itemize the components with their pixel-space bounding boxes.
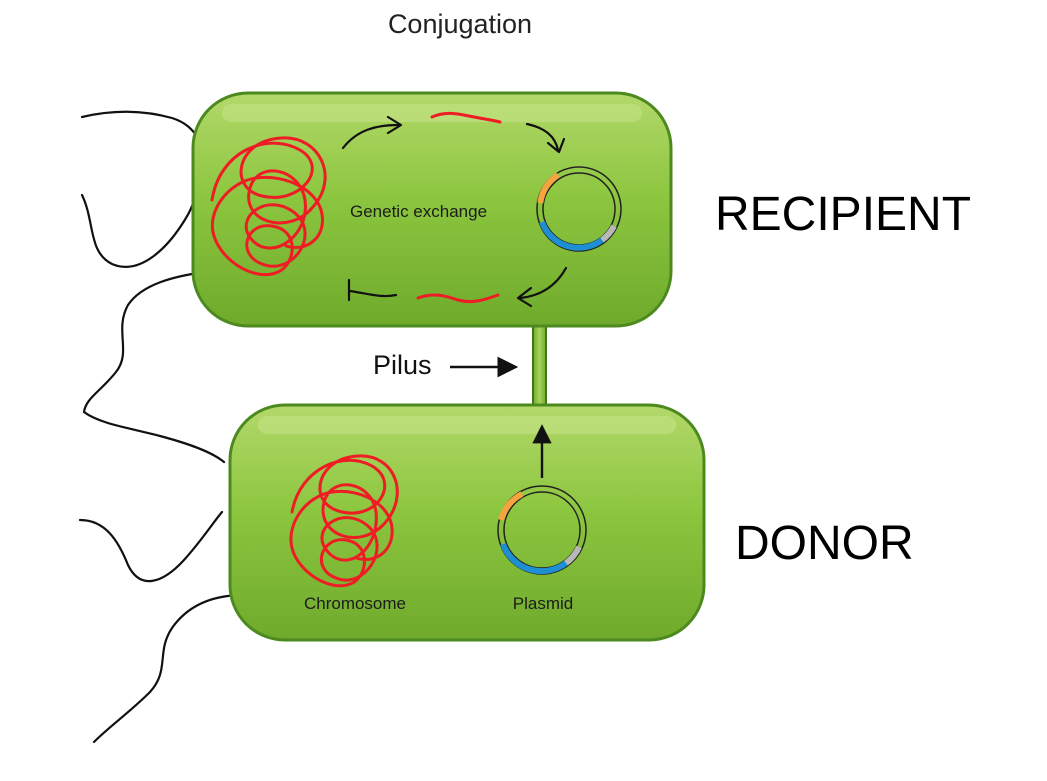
recipient-highlight bbox=[222, 104, 642, 122]
chromosome-label: Chromosome bbox=[304, 594, 406, 613]
donor-cell: Chromosome Plasmid bbox=[228, 403, 706, 642]
flagellum-1 bbox=[80, 110, 202, 142]
recipient-cell: Genetic exchange bbox=[191, 91, 673, 328]
exchange-arrow-bottom-left bbox=[348, 289, 398, 298]
donor-chromosome bbox=[289, 454, 399, 588]
exchange-arrow-top-right bbox=[525, 122, 560, 152]
recipient-plasmid bbox=[536, 166, 622, 252]
donor-highlight bbox=[258, 416, 676, 434]
exchange-arrow-bottom-right bbox=[518, 266, 568, 300]
exchange-arrow-top-left-head bbox=[386, 115, 403, 135]
exchange-arrow-bottom-right-head bbox=[516, 286, 533, 308]
flagellum-4 bbox=[78, 510, 224, 583]
recipient-chromosome bbox=[210, 136, 327, 277]
pilus bbox=[532, 324, 547, 414]
flagella bbox=[78, 110, 242, 744]
plasmid-label: Plasmid bbox=[513, 594, 573, 613]
exchange-arrow-top-left bbox=[341, 123, 400, 150]
donor-plasmid bbox=[497, 485, 587, 575]
exchange-arrow-top-right-head bbox=[546, 137, 566, 154]
flagellum-5 bbox=[92, 593, 242, 744]
recipient-cell-body bbox=[191, 91, 673, 328]
donor-label: DONOR bbox=[735, 517, 914, 570]
dna-fragment-bottom bbox=[416, 293, 500, 304]
flagellum-2 bbox=[80, 184, 202, 268]
pilus-label: Pilus bbox=[373, 350, 432, 380]
diagram-title: Conjugation bbox=[388, 9, 532, 39]
dna-fragment-top bbox=[430, 111, 502, 124]
recipient-label: RECIPIENT bbox=[715, 188, 971, 241]
donor-cell-body bbox=[228, 403, 706, 642]
genetic-exchange-label: Genetic exchange bbox=[350, 202, 487, 221]
flagellum-3 bbox=[82, 270, 226, 464]
